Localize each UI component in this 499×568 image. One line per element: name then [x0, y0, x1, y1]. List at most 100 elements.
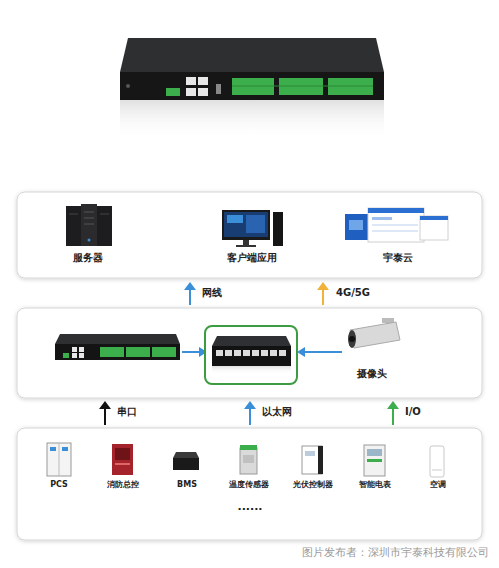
- camera-icon-part: [348, 330, 356, 348]
- smart-meter-icon-part: [367, 449, 382, 456]
- ethernet-switch-part: [234, 350, 241, 356]
- node-label: 服务器: [73, 252, 103, 264]
- ellipsis-note: ......: [237, 500, 262, 513]
- product-photo-part: [120, 72, 384, 100]
- pv-controller-icon-part: [302, 446, 322, 474]
- device-node: 服务器: [58, 200, 118, 264]
- gateway-device-part: [72, 353, 77, 358]
- panel-frames: [17, 192, 482, 540]
- pcs-cabinet-icon: [47, 443, 71, 476]
- camera-icon: [348, 318, 400, 348]
- uplink-arrows-part: [184, 282, 196, 290]
- device-node: 摄像头: [337, 316, 407, 380]
- product-photo-part: [120, 38, 384, 72]
- uplink-arrows-part: [392, 408, 394, 425]
- product-photo-part: [216, 84, 221, 94]
- fire-control-icon-part: [115, 448, 130, 460]
- cloud-platform-icon-part: [372, 224, 418, 226]
- uplink-arrows-part: [99, 401, 111, 409]
- gateway-device-part: [126, 347, 150, 357]
- gateway-device-part: [55, 334, 180, 344]
- gateway-device-part: [79, 347, 84, 352]
- pcs-cabinet-icon-part: [59, 443, 60, 476]
- device-node: BMS: [157, 440, 217, 490]
- ethernet-switch: [205, 326, 297, 384]
- camera-icon-part: [349, 336, 355, 342]
- panel-frames-part: [17, 428, 482, 540]
- product-photo-part: [186, 77, 196, 85]
- camera-icon-part: [350, 322, 400, 348]
- panel-frames-part: [17, 308, 482, 398]
- server-icon: [66, 204, 112, 246]
- product-photo-part: [198, 77, 208, 85]
- cloud-platform-icon: [345, 208, 448, 242]
- ethernet-switch-part: [270, 350, 277, 356]
- ethernet-switch-part: [252, 350, 259, 356]
- monitor-icon-part: [246, 215, 265, 233]
- link-arrows-part: [297, 347, 305, 357]
- air-conditioner-icon-part: [430, 446, 444, 477]
- ethernet-switch-part: [225, 350, 232, 356]
- server-icon-part: [81, 204, 97, 246]
- bms-icon-part: [173, 452, 199, 458]
- node-label: 宇泰云: [383, 252, 413, 264]
- node-label: 空调: [430, 480, 446, 490]
- gateway-device: [55, 334, 180, 360]
- uplink-arrows-part: [189, 289, 191, 305]
- device-node: 智能电表: [345, 440, 405, 490]
- node-label: 智能电表: [359, 480, 391, 490]
- server-icon-part: [69, 214, 78, 215]
- fire-control-icon: [112, 444, 133, 475]
- server-icon-part: [84, 212, 94, 213]
- link-label: 串口: [117, 406, 137, 418]
- monitor-icon-part: [236, 245, 256, 247]
- air-conditioner-icon-part: [432, 470, 442, 471]
- pv-controller-icon: [302, 446, 323, 474]
- product-photo-part: [232, 86, 373, 87]
- link-arrows-part: [304, 351, 342, 353]
- gateway-device-part: [100, 347, 124, 357]
- uplink-arrows-part: [317, 282, 329, 290]
- cloud-platform-icon-part: [368, 208, 424, 242]
- node-label: 消防总控: [107, 480, 139, 490]
- temperature-sensor-icon-part: [240, 448, 257, 474]
- bms-icon: [173, 452, 199, 470]
- product-photo-part: [120, 100, 384, 140]
- product-photo-part: [166, 88, 180, 96]
- server-icon-part: [84, 224, 94, 225]
- pv-controller-icon-part: [305, 451, 315, 456]
- temperature-sensor-icon: [240, 445, 257, 474]
- cloud-platform-icon-part: [372, 217, 392, 220]
- smart-meter-icon-part: [367, 459, 382, 462]
- node-label: BMS: [177, 480, 197, 490]
- temperature-sensor-icon-part: [240, 445, 257, 450]
- uplink-arrows-part: [249, 408, 251, 425]
- cloud-platform-icon-part: [368, 208, 424, 213]
- ethernet-switch-part: [216, 350, 223, 356]
- cloud-platform-icon-part: [420, 216, 448, 240]
- server-icon-part: [100, 214, 109, 215]
- server-icon-part: [66, 206, 81, 246]
- gateway-device-part: [79, 353, 84, 358]
- pcs-cabinet-icon-part: [50, 447, 56, 451]
- monitor-icon-part: [224, 212, 268, 237]
- device-node: 消防总控: [93, 440, 153, 490]
- server-icon-part: [97, 206, 112, 246]
- uplink-arrows-part: [104, 408, 106, 425]
- ethernet-switch-part: [279, 350, 286, 356]
- node-label: 摄像头: [357, 368, 387, 380]
- gateway-device-part: [63, 353, 69, 358]
- ethernet-switch-part: [261, 350, 268, 356]
- pv-controller-icon-part: [318, 446, 323, 474]
- node-label: PCS: [50, 480, 68, 490]
- fire-control-icon-part: [115, 463, 130, 465]
- fire-control-icon-part: [112, 444, 133, 475]
- gateway-device-part: [72, 347, 77, 352]
- monitor-icon-part: [273, 212, 283, 246]
- monitor-icon-part: [243, 240, 249, 245]
- device-node: 空调: [408, 440, 468, 490]
- node-label: 温度传感器: [229, 480, 269, 490]
- ethernet-switch-part: [205, 326, 297, 384]
- monitor-icon: [222, 210, 283, 247]
- product-photo-part: [186, 88, 196, 96]
